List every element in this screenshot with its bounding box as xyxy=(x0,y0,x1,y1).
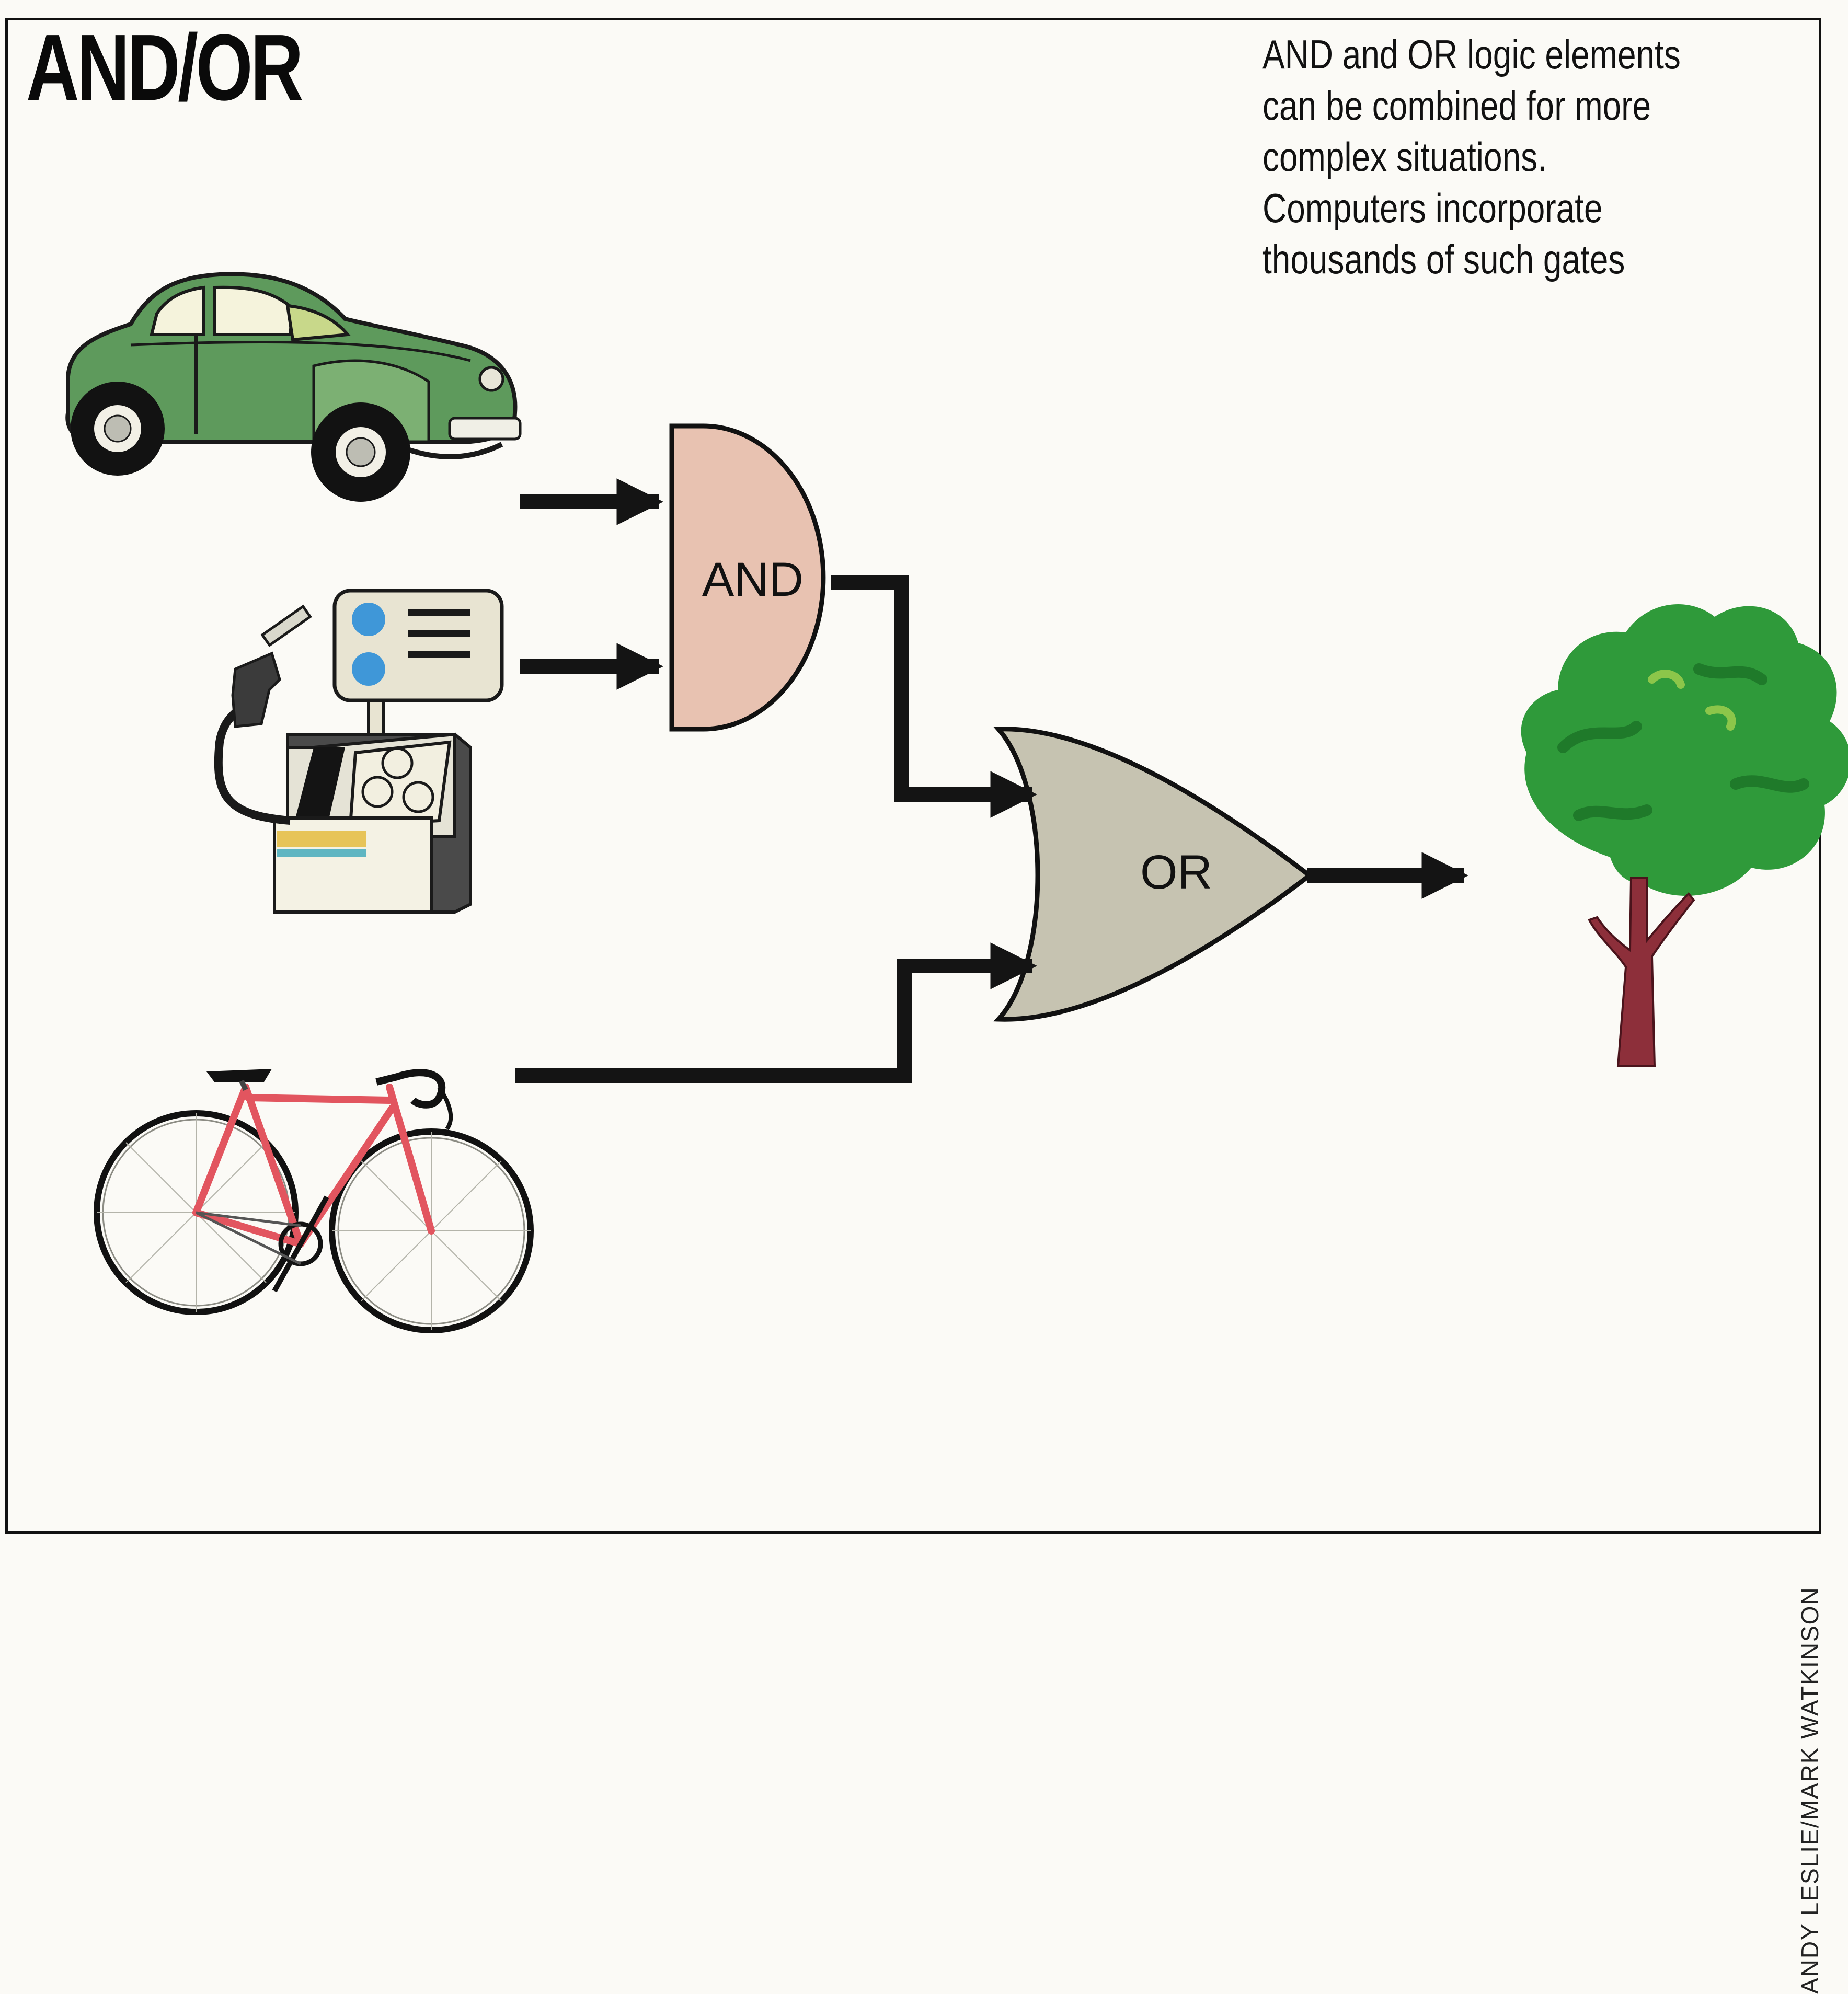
car-icon xyxy=(65,272,522,502)
caption-line: Computers incorporate xyxy=(1262,185,1603,231)
caption-line: complex situations. xyxy=(1262,134,1547,180)
fuel-pump-icon xyxy=(214,589,504,914)
or-gate-label: OR xyxy=(1140,846,1212,899)
and-gate: AND xyxy=(669,423,826,732)
caption-line: AND and OR logic elements xyxy=(1262,31,1681,77)
diagram-page: AND/OR AND and OR logic elements can be … xyxy=(5,15,1848,1994)
caption-line: thousands of such gates xyxy=(1262,236,1625,282)
or-gate: OR xyxy=(993,727,1314,1022)
wires xyxy=(515,478,1468,1083)
bicycle-icon xyxy=(94,1069,534,1333)
caption-line: can be combined for more xyxy=(1262,83,1651,129)
and-to-or-wire xyxy=(831,575,1037,818)
illustrator-credit: ANDY LESLIE/MARK WATKINSON xyxy=(1796,1534,1823,1994)
tree-icon xyxy=(1521,604,1848,1067)
logic-diagram: AND OR xyxy=(65,272,1848,1333)
bike-to-or-wire xyxy=(515,942,1037,1083)
page-title: AND/OR xyxy=(26,15,303,120)
caption: AND and OR logic elements can be combine… xyxy=(1262,29,1777,285)
credit-text: ANDY LESLIE/MARK WATKINSON xyxy=(1796,1586,1823,1994)
and-gate-label: AND xyxy=(702,553,804,606)
